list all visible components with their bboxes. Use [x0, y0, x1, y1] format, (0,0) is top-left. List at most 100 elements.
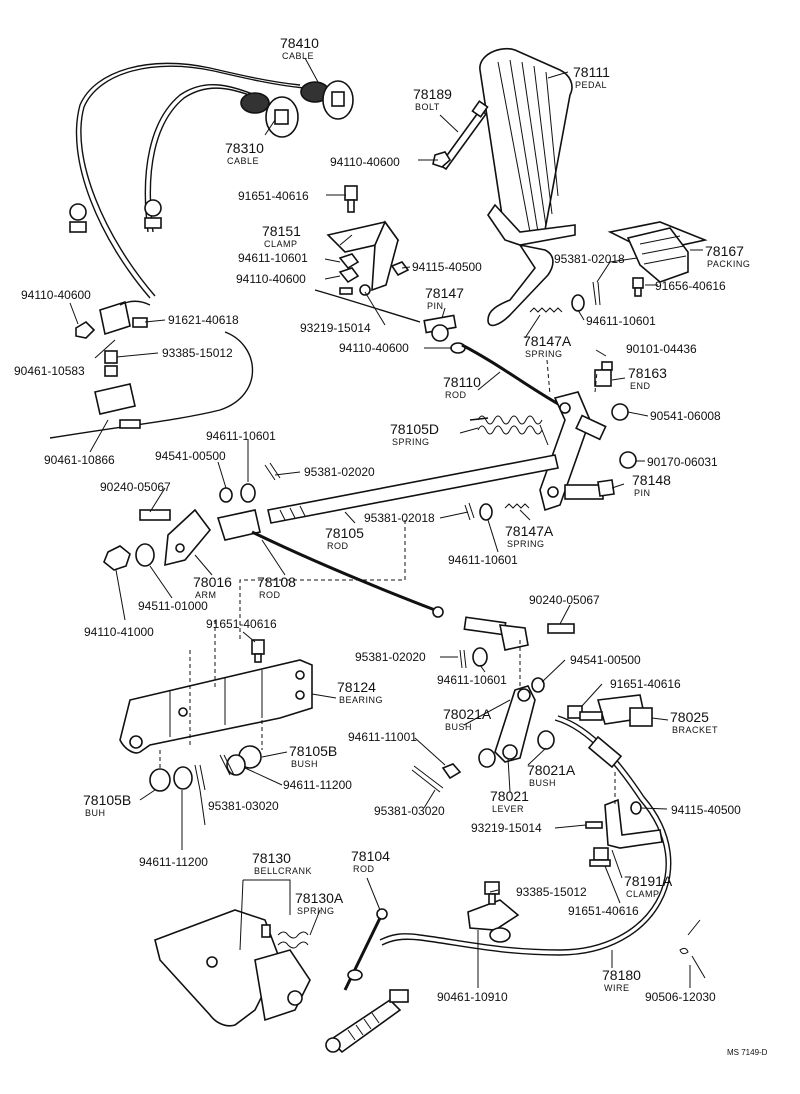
part-name: PIN	[427, 301, 444, 311]
part-name: ROD	[353, 864, 375, 874]
part-number: 90506-12030	[645, 990, 716, 1004]
part-name: ARM	[195, 590, 217, 600]
part-number: 94110-40600	[236, 272, 306, 286]
part-number: 78111	[573, 64, 610, 80]
part-name: BUH	[85, 808, 106, 818]
part-label: 94511-01000	[138, 599, 208, 613]
part-label: 91651-40616	[238, 189, 309, 203]
part-label: 95381-02020	[304, 465, 375, 479]
part-label: 93385-15012	[516, 885, 587, 899]
part-name: PEDAL	[575, 80, 607, 90]
part-name: ROD	[259, 590, 281, 600]
part-number: 78191A	[624, 873, 673, 889]
leader-lines	[69, 57, 703, 988]
part-label: 94611-10601	[206, 429, 276, 443]
part-name: CABLE	[227, 156, 259, 166]
part-name: WIRE	[604, 983, 630, 993]
part-number: 78147	[425, 285, 464, 301]
part-label: 90461-10866	[44, 453, 115, 467]
part-label: 94611-10601	[238, 251, 308, 265]
part-number: 78021A	[443, 706, 492, 722]
part-number: 78410	[280, 35, 319, 51]
part-number: 93219-15014	[300, 321, 371, 335]
part-name: END	[630, 381, 651, 391]
part-label: 91651-40616	[610, 677, 681, 691]
part-label: 95381-02018	[364, 511, 435, 525]
part-number: 94611-10601	[238, 251, 308, 265]
part-number: 94110-41000	[84, 625, 154, 639]
part-name: PACKING	[707, 259, 750, 269]
part-number: 91651-40616	[238, 189, 309, 203]
part-name: SPRING	[507, 539, 545, 549]
part-label: 91621-40618	[168, 313, 239, 327]
part-name: CLAMP	[264, 239, 298, 249]
part-name: BUSH	[445, 722, 472, 732]
part-number: 94611-10601	[448, 553, 518, 567]
part-number: 95381-02018	[364, 511, 435, 525]
part-label: 93219-15014	[471, 821, 542, 835]
part-number: 94611-11200	[283, 778, 352, 792]
part-number: 95381-02020	[304, 465, 375, 479]
part-label: 94541-00500	[570, 653, 641, 667]
part-number: 78189	[413, 86, 452, 102]
part-number: 91621-40618	[168, 313, 239, 327]
part-name: BUSH	[529, 778, 556, 788]
part-label: 90170-06031	[647, 455, 718, 469]
part-label: 90101-04436	[626, 342, 697, 356]
part-number: 94110-40600	[21, 288, 91, 302]
part-drawings	[49, 48, 708, 1054]
part-label: 94611-10601	[586, 314, 656, 328]
part-number: 78021	[490, 788, 529, 804]
part-number: 78180	[602, 967, 641, 983]
part-name: BELLCRANK	[254, 866, 312, 876]
part-label: 93219-15014	[300, 321, 371, 335]
part-number: 78025	[670, 709, 709, 725]
part-name: LEVER	[492, 804, 524, 814]
part-number: 94611-11001	[348, 730, 417, 744]
part-label: 90240-05067	[529, 593, 600, 607]
part-label: 91656-40616	[655, 279, 726, 293]
part-name: SPRING	[525, 349, 563, 359]
part-label: 90506-12030	[645, 990, 716, 1004]
part-number: 78016	[193, 574, 232, 590]
part-label: 95381-02020	[355, 650, 426, 664]
part-number: 78163	[628, 365, 667, 381]
part-number: 93385-15012	[516, 885, 587, 899]
part-number: 78147A	[523, 333, 572, 349]
part-name: BRACKET	[672, 725, 718, 735]
part-number: 95381-02018	[554, 252, 625, 266]
diagram-code: MS 7149-D	[727, 1048, 768, 1057]
part-number: 78151	[262, 223, 301, 239]
part-label: 94110-40600	[330, 155, 400, 169]
part-number: 78104	[351, 848, 390, 864]
part-label: 93385-15012	[162, 346, 233, 360]
part-name: PIN	[634, 488, 651, 498]
part-number: 90461-10866	[44, 453, 115, 467]
part-number: 78167	[705, 243, 744, 259]
part-label: 91651-40616	[568, 904, 639, 918]
part-number: 78105B	[289, 743, 337, 759]
part-number: 94541-00500	[570, 653, 641, 667]
part-label: 90541-06008	[650, 409, 721, 423]
